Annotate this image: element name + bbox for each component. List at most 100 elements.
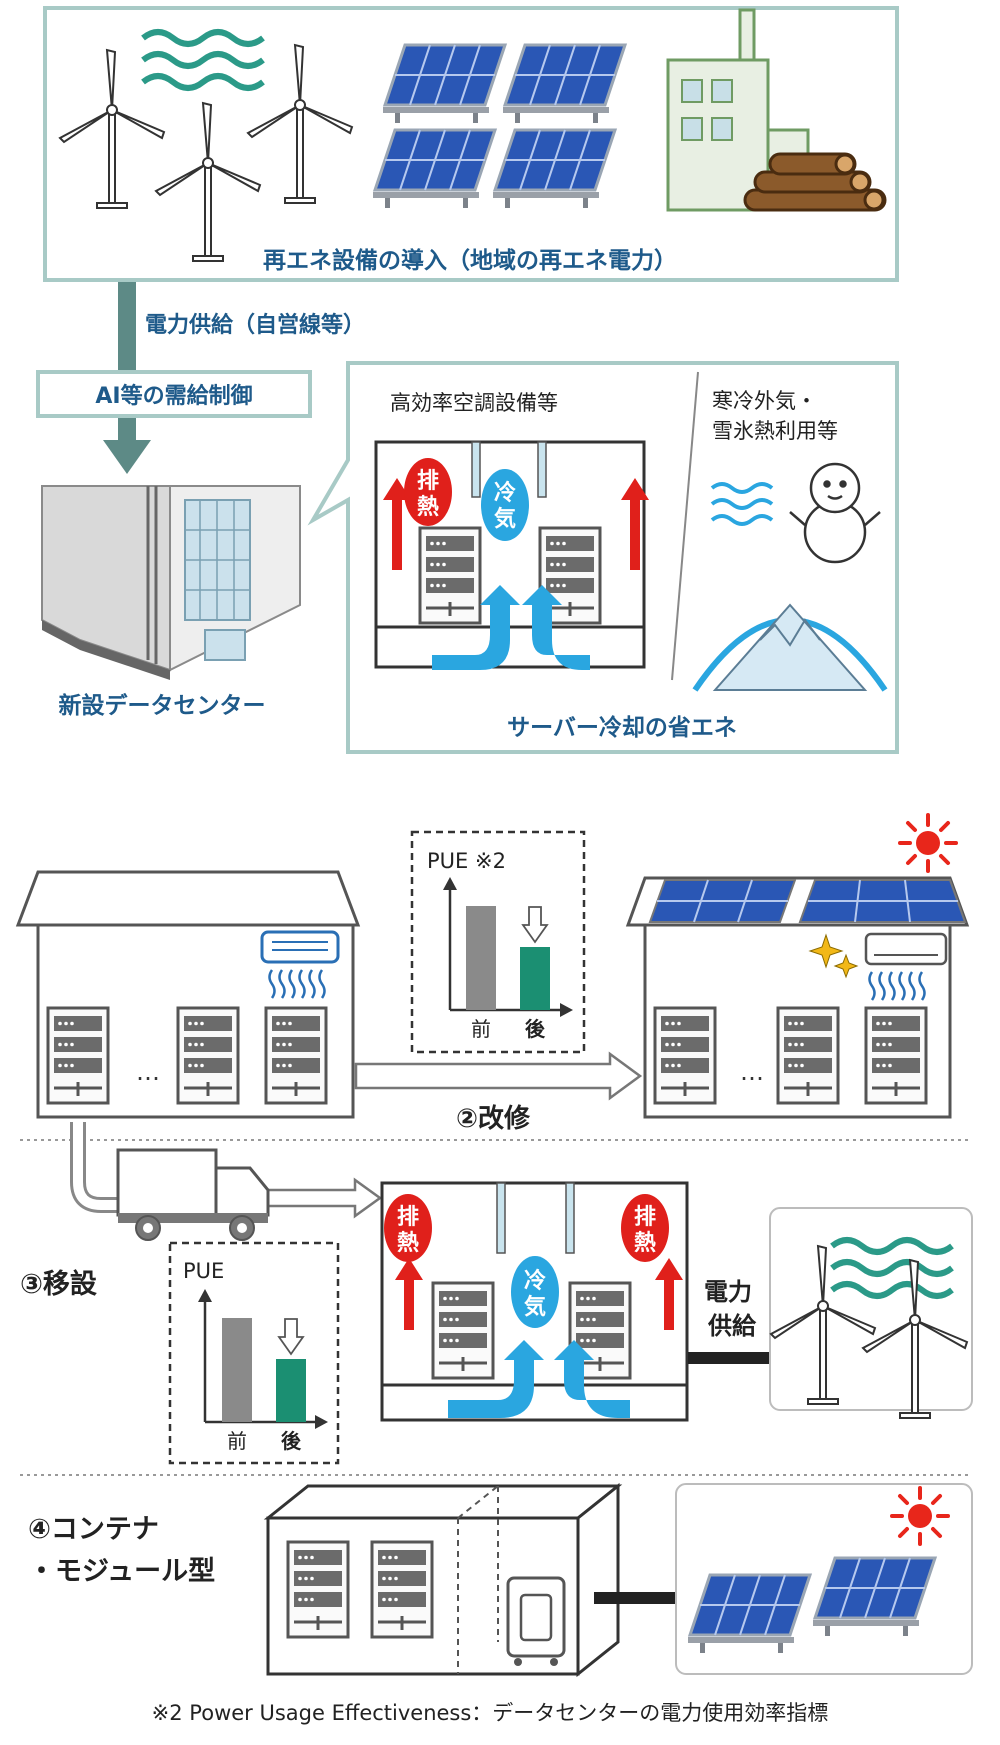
renovation-arrow [354,1051,643,1101]
server-cooling-caption: サーバー冷却の省エネ [507,714,737,741]
cool-air-label-char1: 冷 [494,480,516,506]
sun-icon [898,813,958,873]
server-rack-icon [653,1006,717,1105]
reduction-arrow-icon [277,1318,305,1356]
sun-icon [890,1486,950,1546]
reduction-arrow-icon [521,906,549,944]
ai-control-label: AI等の需給制御 [95,383,252,409]
pue-bar-before [466,906,496,1010]
rack-ellipsis: … [136,1058,160,1086]
server-rack-icon [370,1540,434,1639]
pue-after-label: 後 [525,1017,546,1041]
pue-x-axis-arrow [560,1003,573,1017]
footnote: ※2 Power Usage Effectiveness：データセンターの電力使… [152,1701,829,1725]
server-rack-icon [264,1006,328,1105]
exhaust-label-char1: 排 [397,1205,419,1230]
container-step-label-line2: ・モジュール型 [28,1556,215,1587]
exhaust-arrow-left [383,478,411,570]
pue-bar-after [520,947,550,1010]
roof-solar-panel-icon [648,879,797,923]
new-air-conditioner-icon [864,932,948,966]
exhaust-arrow-right [621,478,649,570]
server-rack-icon [286,1540,350,1639]
server-rack-icon [46,1006,110,1105]
cool-air-label-char2: 気 [524,1294,546,1320]
hvac-label: 高効率空調設備等 [390,391,558,415]
cool-air-arrow-right [522,585,590,670]
renovation-step-label: ②改修 [456,1103,531,1134]
relocation-step-label: ③移設 [20,1268,98,1300]
server-rack-icon [776,1006,840,1105]
cold-wind-icon [710,482,774,526]
exhaust-bubble [384,1194,432,1262]
cool-air-arrow-right [554,1340,630,1418]
pue-x-axis-arrow [315,1415,328,1429]
heat-waves-icon [268,969,326,999]
power-supply-line [118,282,136,372]
exhaust-arrow-left [395,1258,423,1330]
sparkle-icon [808,933,859,979]
solar-panel-icon [371,128,497,210]
relocation-arrow [263,1177,383,1219]
exhaust-label-char2: 熱 [634,1230,656,1256]
pue-bar-after [276,1359,306,1422]
pue-y-axis-arrow [198,1289,212,1302]
control-arrow-shaft [118,418,136,442]
cool-air-arrow-left [448,1340,544,1418]
rack-ellipsis: … [740,1058,764,1086]
datacenter-caption: 新設データセンター [59,692,266,719]
server-rack-icon [176,1006,240,1105]
snowman-icon [789,462,881,564]
power-supply-label-line2: 供給 [707,1312,757,1340]
cold-air-label-line2: 雪氷熱利用等 [712,419,838,443]
callout-divider [671,371,699,681]
pue-y-axis-arrow [443,877,457,890]
power-supply-caption: 電力供給（自営線等） [145,312,365,338]
exhaust-bubble [621,1194,669,1262]
exhaust-label-char2: 熱 [397,1230,419,1256]
exhaust-label-char1: 排 [417,469,439,494]
cooling-unit-icon [506,1576,566,1666]
pue-after-label: 後 [281,1429,302,1453]
ai-control-box [36,370,312,418]
server-rack-icon [864,1006,928,1105]
cool-air-arrow-left [432,585,520,670]
exhaust-arrow-right [655,1258,683,1330]
cool-air-label-char2: 気 [494,506,516,532]
exhaust-bubble [404,458,452,526]
exhaust-label-char1: 排 [634,1205,656,1230]
roof-solar-panel-icon [798,879,967,923]
solar-panel-icon [381,43,507,125]
pue-chart-frame [168,1241,340,1465]
power-supply-cable [594,1592,676,1604]
snowy-mountain-icon [692,603,888,692]
power-supply-cable [688,1352,770,1364]
heat-waves-icon [868,971,926,1001]
solar-panel-icon [811,1556,937,1638]
solar-panel-icon [686,1573,812,1655]
cool-air-bubble [481,469,529,541]
renewables-caption: 再エネ設備の導入（地域の再エネ電力） [263,247,677,274]
pue-chart-frame [410,830,586,1054]
pue-chart-title: PUE [183,1259,224,1283]
pue-before-label: 前 [227,1429,247,1453]
pue-bar-before [222,1318,252,1422]
container-step-label-line1: ④コンテナ [28,1514,159,1545]
pue-chart-title: PUE ※2 [427,849,506,873]
server-rack-icon [431,1281,495,1380]
cool-air-bubble [511,1256,559,1328]
logs-icon [743,152,887,212]
pue-before-label: 前 [471,1017,491,1041]
power-supply-label-line1: 電力 [704,1278,752,1306]
cold-air-label-line1: 寒冷外気・ [712,389,817,413]
cool-air-label-char1: 冷 [524,1268,546,1294]
solar-panel-icon [501,43,627,125]
truck-icon [116,1148,270,1241]
relocation-path-inner [73,1122,118,1210]
air-conditioner-icon [260,930,340,964]
solar-panel-icon [491,128,617,210]
wind-power-box [769,1207,973,1411]
control-arrow-head [103,440,151,474]
datacenter-building-icon [41,485,301,680]
